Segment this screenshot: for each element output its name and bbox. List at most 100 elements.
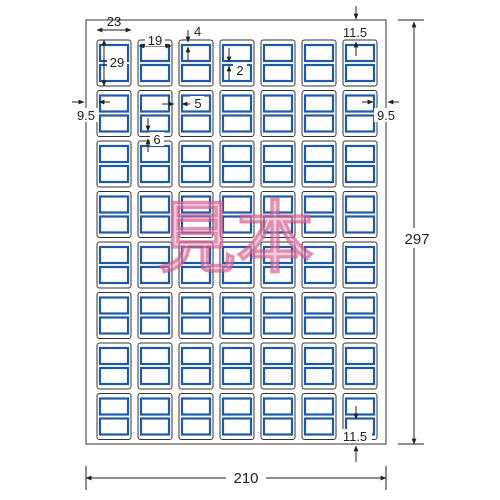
vertical-gap-text: 6 bbox=[153, 132, 160, 147]
label-cell bbox=[260, 241, 296, 289]
label-frame-top bbox=[303, 245, 335, 265]
label-frame-top bbox=[139, 296, 171, 315]
label-frame-top bbox=[303, 397, 335, 416]
label-cell bbox=[137, 90, 173, 137]
label-frame-top bbox=[262, 195, 294, 214]
label-frame-top bbox=[344, 195, 376, 214]
label-frame-bottom bbox=[221, 316, 253, 335]
label-cell bbox=[137, 342, 173, 390]
label-cell bbox=[137, 241, 173, 289]
label-frame-bottom bbox=[180, 114, 212, 133]
label-frame-top bbox=[180, 245, 212, 265]
label-cell bbox=[260, 342, 296, 390]
label-cell bbox=[96, 292, 132, 339]
label-frame-bottom bbox=[221, 265, 253, 285]
label-cell bbox=[137, 292, 173, 339]
label-frame-bottom bbox=[98, 265, 130, 285]
label-cell bbox=[178, 140, 214, 188]
label-frame-bottom bbox=[221, 114, 253, 133]
label-frame-top bbox=[344, 245, 376, 265]
label-cell bbox=[178, 191, 214, 238]
label-frame-top bbox=[262, 94, 294, 113]
label-frame-top bbox=[98, 144, 130, 164]
label-cell bbox=[219, 191, 255, 238]
label-frame-bottom bbox=[344, 114, 376, 133]
label-frame-top bbox=[303, 296, 335, 315]
label-frame-top bbox=[221, 346, 253, 366]
label-frame-bottom bbox=[303, 215, 335, 234]
label-frame-bottom bbox=[262, 63, 294, 83]
label-cell bbox=[301, 90, 337, 137]
label-frame-top bbox=[303, 195, 335, 214]
label-cell bbox=[137, 191, 173, 238]
vertical-gap-bg bbox=[150, 132, 164, 146]
label-frame-bottom bbox=[262, 316, 294, 335]
label-frame-top bbox=[98, 346, 130, 366]
label-cell bbox=[301, 393, 337, 440]
label-frame-bottom bbox=[180, 164, 212, 184]
label-cell bbox=[342, 90, 378, 137]
label-cell bbox=[342, 140, 378, 188]
label-cell bbox=[219, 140, 255, 188]
split-gap-text: 2 bbox=[236, 63, 243, 78]
label-frame-bottom bbox=[139, 366, 171, 386]
label-cell bbox=[178, 342, 214, 390]
label-frame-bottom bbox=[180, 265, 212, 285]
label-frame-top bbox=[139, 195, 171, 214]
label-frame-bottom bbox=[139, 215, 171, 234]
label-frame-bottom bbox=[262, 417, 294, 436]
label-cell bbox=[219, 241, 255, 289]
label-frame-top bbox=[98, 94, 130, 113]
label-frame-top bbox=[98, 296, 130, 315]
inner-width-text: 19 bbox=[148, 33, 162, 48]
label-frame-top bbox=[262, 245, 294, 265]
label-frame-bottom bbox=[344, 316, 376, 335]
label-frame-top bbox=[139, 245, 171, 265]
left-margin-text: 9.5 bbox=[77, 108, 95, 123]
label-frame-top bbox=[221, 296, 253, 315]
label-frame-bottom bbox=[221, 417, 253, 436]
label-cell bbox=[178, 393, 214, 440]
label-cell bbox=[219, 292, 255, 339]
label-frame-bottom bbox=[303, 164, 335, 184]
label-cell bbox=[96, 342, 132, 390]
label-cell bbox=[342, 39, 378, 87]
label-frame-bottom bbox=[344, 215, 376, 234]
label-frame-bottom bbox=[221, 366, 253, 386]
label-cell bbox=[96, 241, 132, 289]
label-frame-bottom bbox=[221, 215, 253, 234]
width-label: 210 bbox=[233, 470, 258, 487]
horizontal-gap-bg bbox=[190, 96, 204, 110]
label-frame-bottom bbox=[180, 417, 212, 436]
label-frame-top bbox=[221, 144, 253, 164]
label-frame-top bbox=[262, 346, 294, 366]
label-cell bbox=[342, 292, 378, 339]
label-frame-bottom bbox=[303, 417, 335, 436]
label-frame-bottom bbox=[344, 63, 376, 83]
label-frame-top bbox=[344, 397, 376, 416]
width-label-bg bbox=[226, 468, 266, 486]
label-frame-bottom bbox=[303, 366, 335, 386]
watermark: 見本 bbox=[158, 194, 314, 282]
label-cell bbox=[301, 140, 337, 188]
label-frame-top bbox=[139, 397, 171, 416]
top-margin-bg bbox=[338, 25, 372, 39]
horizontal-gap-text: 5 bbox=[194, 96, 201, 111]
label-frame-bottom bbox=[344, 164, 376, 184]
label-frame-top bbox=[221, 94, 253, 113]
label-frame-bottom bbox=[262, 265, 294, 285]
label-frame-top bbox=[139, 346, 171, 366]
label-frame-top bbox=[344, 43, 376, 63]
label-frame-top bbox=[344, 94, 376, 113]
height-label: 297 bbox=[404, 231, 429, 248]
label-frame-bottom bbox=[139, 164, 171, 184]
label-cell bbox=[178, 39, 214, 87]
label-width-text: 23 bbox=[107, 14, 121, 29]
label-frame-bottom bbox=[180, 366, 212, 386]
edge-inset-text: 4 bbox=[194, 24, 201, 39]
label-cell bbox=[96, 393, 132, 440]
label-cell bbox=[342, 241, 378, 289]
label-frame-bottom bbox=[139, 316, 171, 335]
label-frame-top bbox=[180, 195, 212, 214]
